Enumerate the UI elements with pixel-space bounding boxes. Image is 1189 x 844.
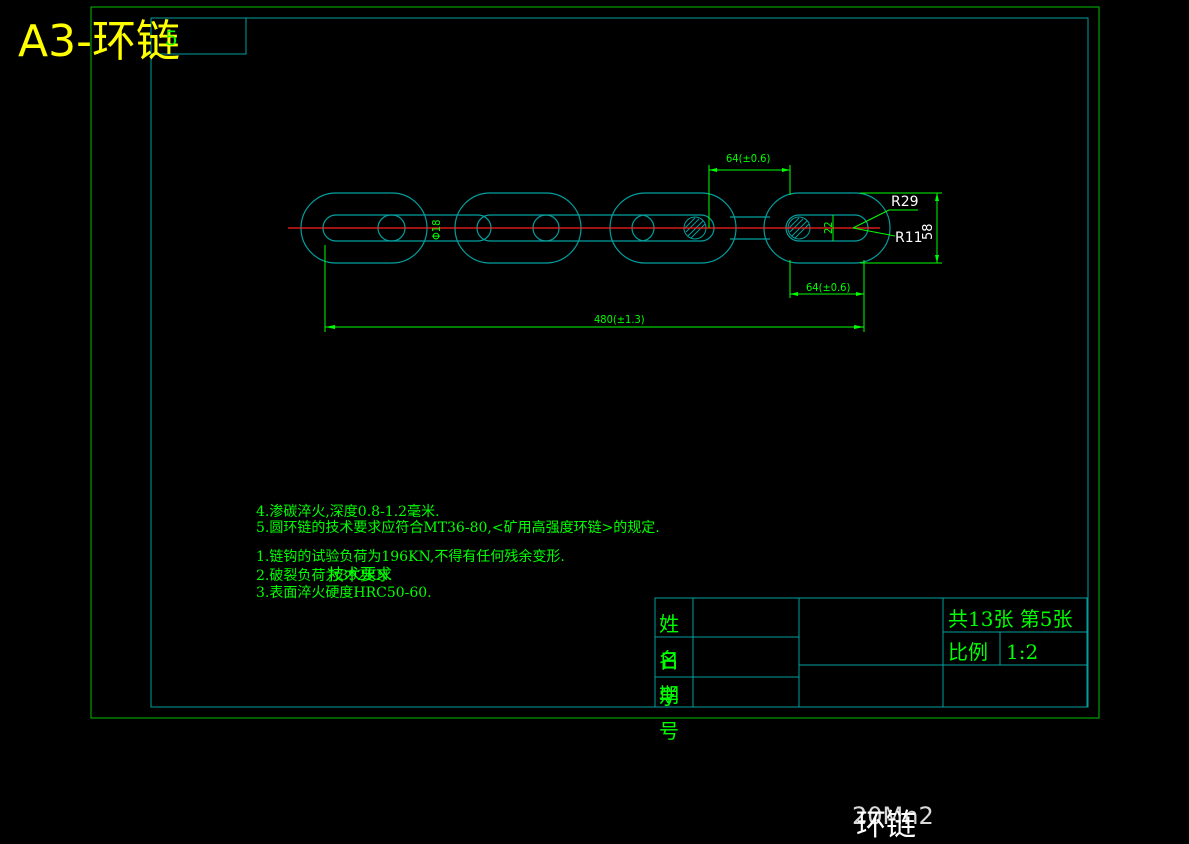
student-no-label: 学号	[659, 685, 679, 743]
tech-note-4: 4.渗碳淬火,深度0.8-1.2毫米.	[256, 504, 440, 520]
dim-total-length: 480(±1.3)	[594, 313, 645, 326]
sheet-number-box	[151, 18, 247, 55]
sheets-info: 共13张 第5张	[948, 607, 1073, 631]
tech-note-3: 3.表面淬火硬度HRC50-60.	[256, 585, 432, 601]
inner-frame	[150, 17, 1089, 708]
material-code: 20Mn2	[852, 802, 934, 830]
dim-outer-radius: R29	[891, 194, 919, 210]
scale-value: 1:2	[1006, 640, 1039, 664]
tech-requirements-heading: 技术要求	[328, 565, 393, 584]
dim-outer-width: 58	[921, 223, 936, 240]
outer-frame	[90, 6, 1100, 719]
dim-inner-radius: R11	[895, 230, 923, 246]
tech-note-2: 2.破裂负荷为392KN.	[256, 568, 393, 584]
name-label: 姓名	[659, 612, 679, 672]
scale-label: 比例	[948, 640, 988, 664]
dim-pitch-bottom: 64(±0.6)	[806, 281, 850, 294]
title-block-grid	[654, 597, 1088, 708]
dimension-lines	[324, 165, 942, 332]
sheet-title: A3-环链	[18, 16, 180, 67]
dim-pitch-top: 64(±0.6)	[726, 152, 770, 165]
dim-inner-width: 22	[822, 221, 835, 234]
drawing-name: 环链	[856, 808, 916, 843]
date-label: 日期	[659, 649, 679, 707]
tech-note-1: 1.链钩的试验负荷为196KN,不得有任何残余变形.	[256, 549, 565, 565]
dimension-arrows	[325, 168, 939, 329]
tech-note-5: 5.圆环链的技术要求应符合MT36-80,<矿用高强度环链>的规定.	[256, 520, 660, 536]
sheet-number: 5	[165, 26, 178, 50]
dim-bar-diameter: Φ18	[430, 220, 443, 240]
